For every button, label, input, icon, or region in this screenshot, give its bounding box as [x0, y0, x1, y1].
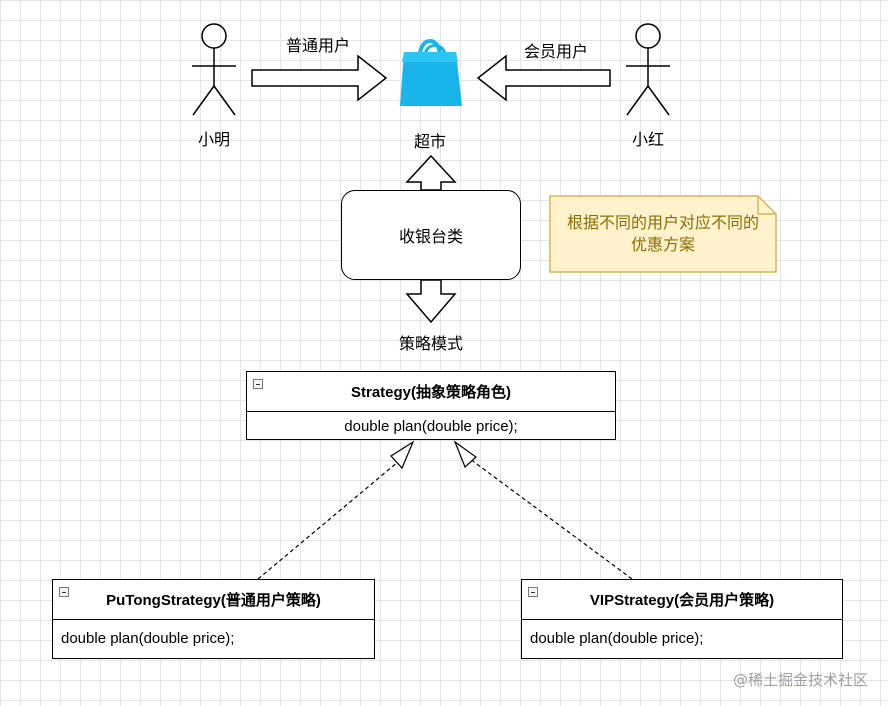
cashier-class-label: 收银台类 — [398, 227, 463, 246]
watermark: @稀土掘金技术社区 — [732, 671, 868, 689]
shopping-bag-icon — [400, 39, 462, 106]
arrow-vip-user — [476, 54, 611, 102]
actor-left-name: 小明 — [197, 130, 231, 149]
arrow-left-label: 普通用户 — [285, 36, 351, 55]
supermarket-label: 超市 — [413, 132, 447, 151]
strategy-pattern-label: 策略模式 — [398, 334, 464, 353]
arrow-down-to-strategy — [405, 279, 457, 324]
arrow-putong-user — [251, 54, 388, 102]
class-strategy: Strategy(抽象策略角色) double plan(double pric… — [246, 371, 616, 440]
arrow-right-label: 会员用户 — [523, 42, 589, 61]
collapse-toggle-icon[interactable] — [253, 379, 263, 389]
actor-right-name: 小红 — [631, 130, 665, 149]
actor-right-figure — [626, 23, 670, 116]
class-putong-method: double plan(double price); — [61, 629, 235, 647]
class-strategy-method: double plan(double price); — [344, 417, 518, 435]
collapse-toggle-icon[interactable] — [528, 587, 538, 597]
note: 根据不同的用户对应不同的 优惠方案 — [550, 196, 776, 272]
class-vip-method: double plan(double price); — [530, 629, 704, 647]
class-strategy-name: Strategy(抽象策略角色) — [350, 384, 511, 401]
note-line-1: 根据不同的用户对应不同的 — [566, 213, 759, 232]
realization-line-vip — [465, 455, 633, 580]
realization-arrowhead-putong — [390, 440, 415, 470]
note-line-2: 优惠方案 — [630, 235, 695, 254]
actor-left-figure — [192, 23, 236, 116]
class-vip-name: VIPStrategy(会员用户策略) — [589, 592, 775, 609]
class-putong-name: PuTongStrategy(普通用户策略) — [106, 592, 321, 609]
note-shape — [549, 195, 777, 273]
realization-line-putong — [257, 455, 406, 580]
arrow-up-to-supermarket — [405, 154, 457, 191]
class-putong-strategy: PuTongStrategy(普通用户策略) double plan(doubl… — [52, 579, 375, 659]
realization-arrowhead-vip — [453, 440, 477, 469]
collapse-toggle-icon[interactable] — [59, 587, 69, 597]
cashier-class-box: 收银台类 — [341, 190, 521, 280]
class-vip-strategy: VIPStrategy(会员用户策略) double plan(double p… — [521, 579, 843, 659]
